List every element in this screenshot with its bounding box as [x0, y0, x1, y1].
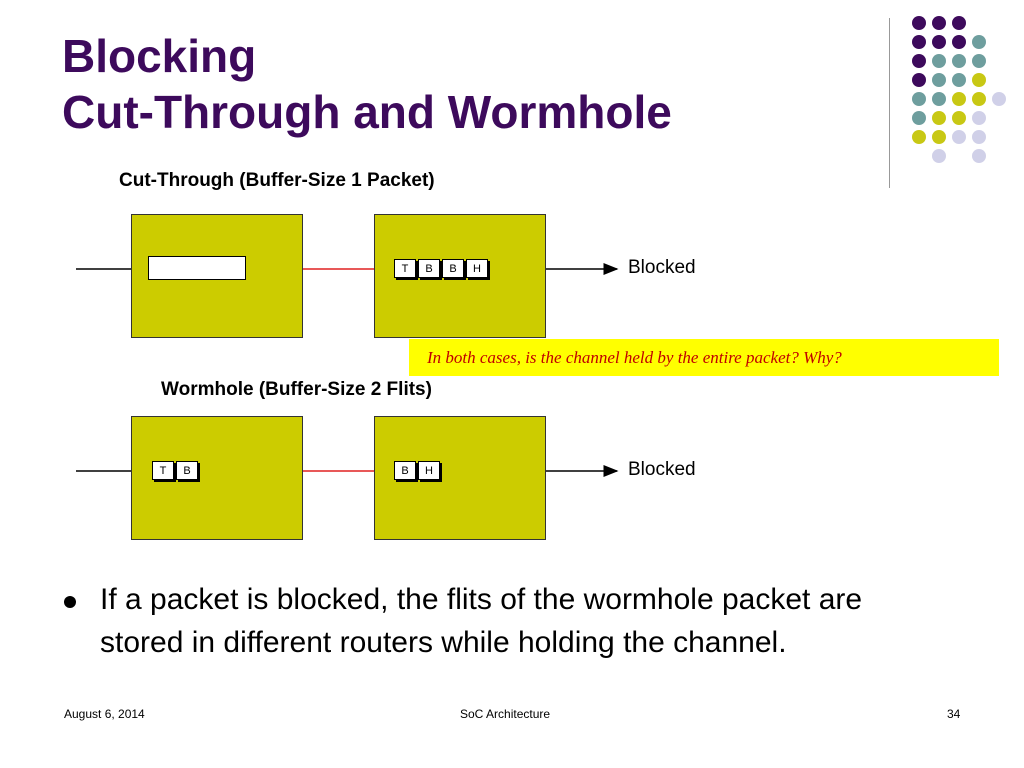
deco-dot	[972, 73, 986, 87]
flit-body: B	[418, 259, 440, 278]
wh-right-flits: B H	[394, 461, 442, 480]
wormhole-heading: Wormhole (Buffer-Size 2 Flits)	[161, 379, 432, 400]
wh-blocked-label: Blocked	[628, 459, 696, 480]
decorative-dot-grid	[898, 14, 1018, 174]
deco-dot	[932, 73, 946, 87]
deco-dot	[972, 149, 986, 163]
flit-tail: T	[394, 259, 416, 278]
deco-dot	[912, 54, 926, 68]
deco-dot	[972, 92, 986, 106]
bullet-point: If a packet is blocked, the flits of the…	[64, 578, 924, 664]
flit-body: B	[176, 461, 198, 480]
deco-dot	[972, 111, 986, 125]
deco-dot	[932, 111, 946, 125]
deco-dot	[912, 35, 926, 49]
deco-dot	[952, 130, 966, 144]
deco-dot	[932, 92, 946, 106]
footer-date: August 6, 2014	[64, 707, 145, 721]
ct-packet-flits: T B B H	[394, 259, 490, 278]
ct-empty-buffer	[148, 256, 246, 280]
deco-dot	[952, 73, 966, 87]
title-line-1: Blocking	[62, 30, 257, 82]
deco-dot	[932, 54, 946, 68]
flit-head: H	[418, 461, 440, 480]
deco-dot	[972, 35, 986, 49]
deco-dot	[952, 35, 966, 49]
page-number: 34	[947, 707, 961, 721]
deco-dot	[932, 35, 946, 49]
wh-left-flits: T B	[152, 461, 200, 480]
deco-dot	[952, 111, 966, 125]
flit-tail: T	[152, 461, 174, 480]
ct-blocked-label: Blocked	[628, 257, 696, 278]
deco-dot	[912, 16, 926, 30]
deco-dot	[912, 92, 926, 106]
deco-dot	[932, 130, 946, 144]
deco-dot	[932, 16, 946, 30]
footer-title: SoC Architecture	[460, 707, 551, 721]
cut-through-heading: Cut-Through (Buffer-Size 1 Packet)	[119, 170, 435, 191]
deco-dot	[912, 73, 926, 87]
flit-body: B	[442, 259, 464, 278]
bullet-text: If a packet is blocked, the flits of the…	[100, 583, 863, 659]
deco-dot	[952, 54, 966, 68]
title-line-2: Cut-Through and Wormhole	[62, 86, 672, 138]
deco-dot	[932, 149, 946, 163]
deco-dot	[952, 16, 966, 30]
flit-body: B	[394, 461, 416, 480]
slide-title: Blocking Cut-Through and Wormhole	[62, 28, 672, 140]
deco-dot	[912, 130, 926, 144]
deco-dot	[972, 54, 986, 68]
deco-dot	[992, 92, 1006, 106]
deco-dot	[952, 92, 966, 106]
question-callout: In both cases, is the channel held by th…	[409, 339, 999, 376]
divider-line	[889, 18, 890, 188]
deco-dot	[972, 130, 986, 144]
bullet-marker	[64, 596, 76, 608]
flit-head: H	[466, 259, 488, 278]
deco-dot	[912, 111, 926, 125]
